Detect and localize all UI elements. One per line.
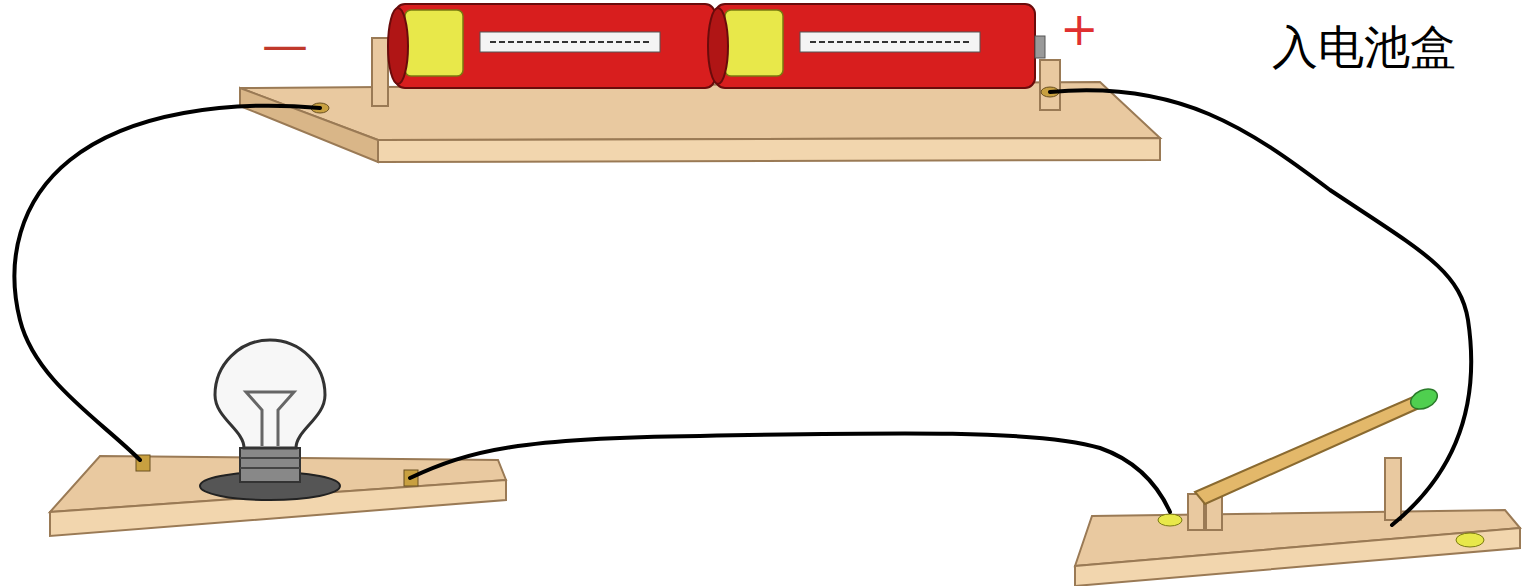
battery-box xyxy=(240,4,1160,162)
knife-switch xyxy=(1075,385,1520,586)
minus-sign: — xyxy=(262,22,308,68)
plus-sign: + xyxy=(1060,6,1099,52)
wires xyxy=(14,90,1471,525)
battery-box-text: 入电池盒 xyxy=(1272,24,1456,70)
